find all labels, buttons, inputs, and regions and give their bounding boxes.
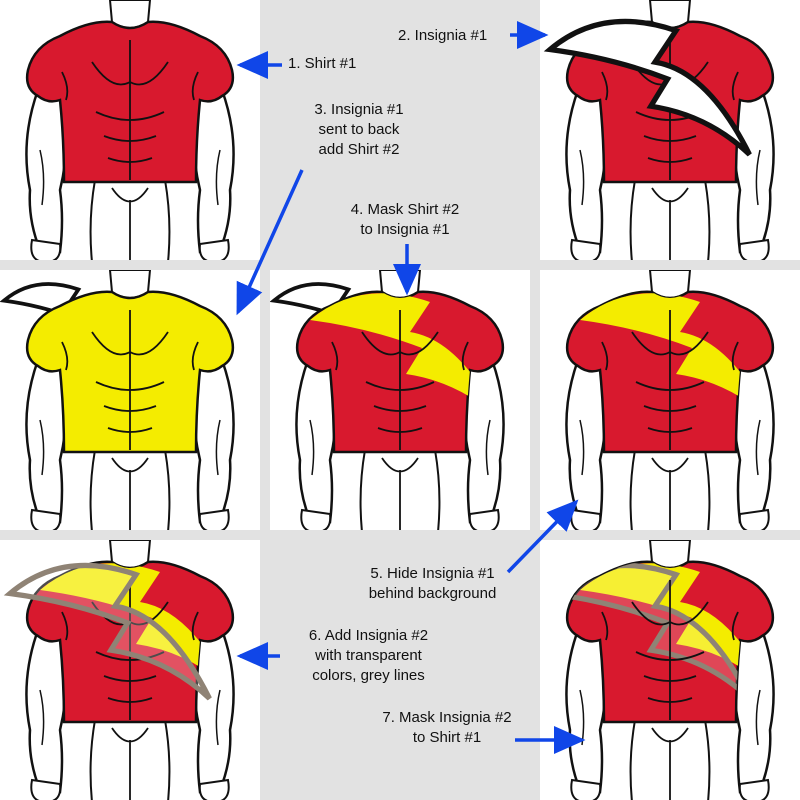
panel-step-2	[540, 0, 800, 260]
step-4-label: 4. Mask Shirt #2 to Insignia #1	[350, 201, 460, 238]
step-5-label: 5. Hide Insignia #1 behind background	[368, 565, 497, 602]
step-1-label: 1. Shirt #1	[288, 55, 357, 72]
step-7-label: 7. Mask Insignia #2 to Shirt #1	[382, 709, 512, 746]
panel-step-6	[0, 540, 260, 800]
panel-step-3	[0, 270, 260, 530]
step-3-label: 3. Insignia #1 sent to back add Shirt #2	[314, 101, 404, 158]
step-6-label: 6. Add Insignia #2 with transparent colo…	[308, 627, 429, 684]
panel-step-1	[0, 0, 260, 260]
step-2-label: 2. Insignia #1	[398, 27, 488, 44]
panel-step-5	[540, 270, 800, 530]
panel-step-4	[270, 270, 530, 530]
arrow-step-3	[236, 169, 304, 316]
arrow-step-5	[506, 499, 579, 574]
panel-step-7	[540, 540, 800, 800]
